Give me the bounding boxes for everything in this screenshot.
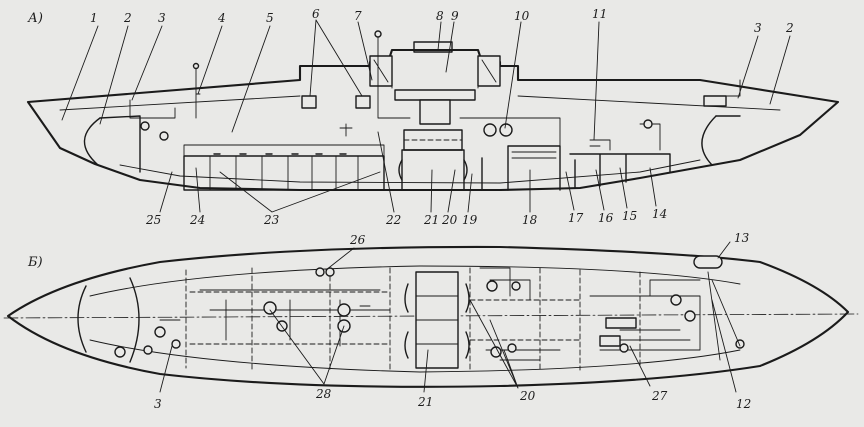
engine-block-detail (415, 295, 459, 345)
section-label-top: А) (27, 11, 43, 26)
callout-3: 3 (158, 11, 166, 25)
valve-10a (483, 123, 497, 137)
air-bottle-left (301, 95, 317, 109)
air-bottle-right (355, 95, 371, 109)
hull-plan-outline (6, 245, 850, 388)
callout-26: 26 (349, 233, 366, 247)
side-view (26, 30, 840, 192)
valve-stern (643, 119, 653, 129)
callout-20: 20 (441, 213, 458, 227)
bow-tank-wall (99, 115, 141, 173)
callout-5: 5 (266, 11, 274, 25)
callout-3-plan: 3 (154, 397, 162, 411)
callout-27: 27 (651, 389, 668, 403)
callout-15: 15 (622, 209, 637, 223)
tower-body (394, 89, 476, 101)
callout-19: 19 (462, 213, 478, 227)
aft-compartments (481, 145, 671, 191)
engine-side-cylinders (404, 283, 470, 359)
stern-tank-bulkhead (701, 115, 717, 166)
valve-bow (159, 131, 169, 141)
mast-tip (192, 62, 200, 70)
bow-frame-plan (77, 277, 140, 363)
callout-1: 1 (90, 11, 98, 25)
callout-2: 2 (123, 11, 132, 25)
engine-cylinders (398, 129, 468, 181)
compartment-grid (185, 267, 641, 373)
callout-6: 6 (312, 7, 320, 21)
callout-24: 24 (189, 213, 205, 227)
tower-neck (419, 99, 451, 125)
callout-8: 8 (436, 9, 444, 23)
callout-22: 22 (385, 213, 401, 227)
labels-top: А) 1 2 3 4 5 6 7 8 9 10 11 3 2 25 24 23 … (27, 7, 794, 227)
callout-21: 21 (423, 213, 439, 227)
tower-cap (413, 41, 453, 53)
callout-4: 4 (217, 11, 226, 25)
callout-20-plan: 20 (519, 389, 536, 403)
aft-compartment-detail (511, 151, 557, 159)
callout-11: 11 (592, 7, 607, 21)
callout-9: 9 (451, 9, 459, 23)
valve-10b (499, 123, 513, 137)
leader-lines-bottom (159, 241, 737, 393)
antenna-tip (374, 30, 382, 38)
callout-2-stern: 2 (785, 21, 794, 35)
battery-compartments (183, 144, 385, 191)
callout-10: 10 (514, 9, 530, 23)
callout-3-stern: 3 (754, 21, 762, 35)
callout-17: 17 (568, 211, 584, 225)
keel-inner-line (119, 159, 701, 184)
hull-plan-inner (89, 265, 741, 373)
callout-14: 14 (652, 207, 667, 221)
callout-16: 16 (598, 211, 614, 225)
section-label-bottom: Б) (27, 255, 43, 270)
fittings-plan (114, 255, 745, 358)
callout-13: 13 (734, 231, 750, 245)
tower-detail-lines (373, 59, 497, 89)
callout-7: 7 (354, 9, 362, 23)
stern-fitting (703, 95, 727, 107)
callout-12: 12 (736, 397, 751, 411)
stern-frame-plan (707, 271, 741, 361)
callout-21-plan: 21 (417, 395, 433, 409)
valve-3 (140, 121, 150, 131)
callout-23: 23 (263, 213, 280, 227)
pipe-nodes (339, 123, 601, 147)
deck-line (59, 95, 781, 111)
bow-tank-bulkhead (83, 117, 101, 166)
callout-25: 25 (145, 213, 161, 227)
labels-bottom: Б) 26 13 3 28 21 20 27 12 (27, 231, 751, 411)
leader-lines-top (61, 19, 791, 213)
callout-18: 18 (522, 213, 538, 227)
plan-view (3, 245, 859, 388)
callout-28: 28 (315, 387, 332, 401)
